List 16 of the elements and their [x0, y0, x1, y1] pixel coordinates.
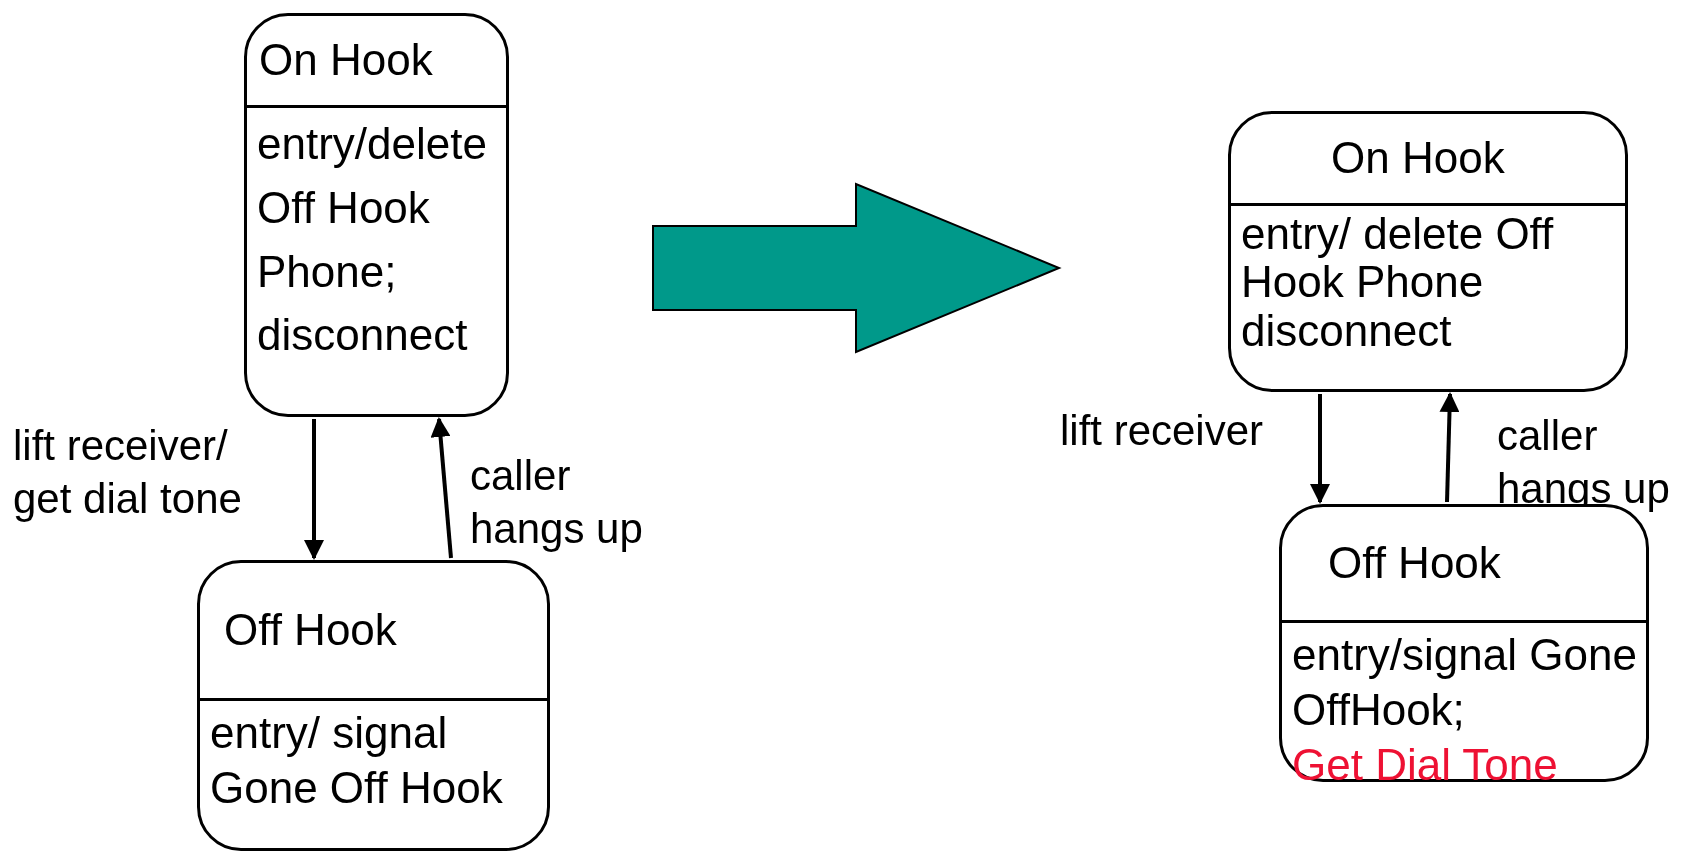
state-box — [197, 560, 550, 851]
state-action: entry/delete Off Hook Phone; disconnect — [257, 118, 488, 362]
transition-arrow — [1310, 394, 1330, 504]
transition-arrow — [304, 419, 324, 560]
state-name: Off Hook — [1328, 539, 1501, 588]
state-name: Off Hook — [224, 606, 397, 655]
state-box — [244, 13, 509, 417]
state-box — [1228, 111, 1628, 392]
transition-arrow — [1439, 392, 1460, 503]
state-action: Get Dial Tone — [1292, 739, 1559, 791]
transition-arrow — [430, 417, 453, 559]
state-action: entry/ delete Off Hook Phone disconnect — [1241, 210, 1555, 356]
state-action: entry/ signal Gone Off Hook — [210, 707, 504, 814]
state-action: entry/signal Gone OffHook; — [1292, 629, 1638, 736]
state-name: On Hook — [259, 36, 433, 85]
state-name: On Hook — [1331, 134, 1505, 183]
